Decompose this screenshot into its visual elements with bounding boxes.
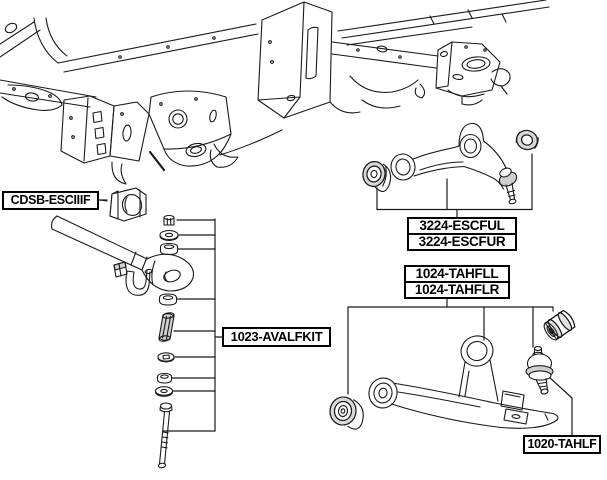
part-label-stabilizer-link-kit: 1023-AVALFKIT	[222, 327, 331, 347]
stabilizer-bushing-illustration	[98, 187, 147, 222]
lower-control-arm-illustration	[329, 298, 576, 436]
upper-control-arm-illustration	[362, 122, 539, 218]
stabilizer-bracket-illustration	[113, 261, 153, 296]
vehicle-frame-illustration	[0, 0, 550, 185]
part-label-stabilizer-bushing: CDSB-ESCIIIF	[2, 191, 99, 210]
part-label-lower-control-arm: 1024-TAHFLL 1024-TAHFLR	[404, 265, 510, 299]
part-number-upper-right: 3224-ESCFUR	[409, 233, 515, 249]
stabilizer-link-kit-illustration	[154, 214, 179, 469]
part-number-upper-left: 3224-ESCFUL	[419, 218, 505, 233]
link-kit-connector-lines	[162, 218, 223, 432]
part-label-upper-control-arm: 3224-ESCFUL 3224-ESCFUR	[407, 217, 517, 251]
part-number-lower-right: 1024-TAHFLR	[406, 281, 508, 297]
part-number-lower-left: 1024-TAHFLL	[415, 266, 499, 281]
part-label-lower-ball-joint: 1020-TAHLF	[523, 435, 601, 454]
stabilizer-bar-illustration	[51, 215, 195, 292]
